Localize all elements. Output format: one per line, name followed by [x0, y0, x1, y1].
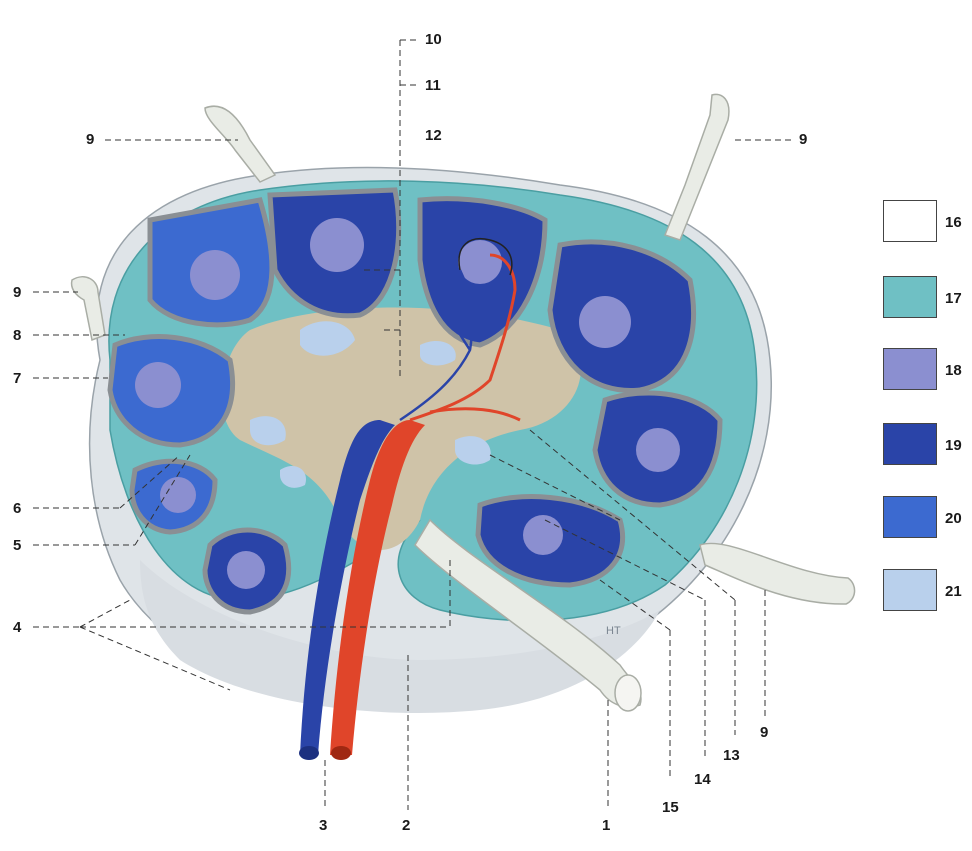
germinal-center	[190, 250, 240, 300]
label-6: 6	[13, 501, 21, 516]
label-8: 8	[13, 328, 21, 343]
vessel-opening	[615, 675, 641, 711]
legend-label-17: 17	[945, 290, 962, 307]
annotation-ht: HT	[606, 626, 621, 637]
legend-swatch-17	[883, 276, 937, 318]
label-9: 9	[760, 725, 768, 740]
label-1: 1	[602, 818, 610, 833]
germinal-center	[310, 218, 364, 272]
artery-opening	[331, 746, 351, 760]
legend-swatch-21	[883, 569, 937, 611]
legend-label-20: 20	[945, 510, 962, 527]
label-9: 9	[13, 285, 21, 300]
germinal-center	[523, 515, 563, 555]
label-7: 7	[13, 371, 21, 386]
germinal-center	[227, 551, 265, 589]
legend-swatch-19	[883, 423, 937, 465]
label-9: 9	[86, 132, 94, 147]
legend-swatch-18	[883, 348, 937, 390]
afferent-vessel	[205, 106, 275, 182]
label-12: 12	[425, 128, 442, 143]
label-3: 3	[319, 818, 327, 833]
label-15: 15	[662, 800, 679, 815]
label-11: 11	[425, 78, 441, 93]
legend-label-16: 16	[945, 214, 962, 231]
legend-label-19: 19	[945, 437, 962, 454]
germinal-center	[135, 362, 181, 408]
afferent-vessel	[665, 94, 729, 240]
label-2: 2	[402, 818, 410, 833]
afferent-vessel	[72, 277, 105, 340]
legend-label-18: 18	[945, 362, 962, 379]
afferent-vessel	[700, 543, 855, 604]
label-4: 4	[13, 620, 21, 635]
label-14: 14	[694, 772, 711, 787]
vein-opening	[299, 746, 319, 760]
legend-swatch-16	[883, 200, 937, 242]
label-9: 9	[799, 132, 807, 147]
germinal-center	[160, 477, 196, 513]
germinal-center	[636, 428, 680, 472]
legend-label-21: 21	[945, 583, 962, 600]
legend-swatch-20	[883, 496, 937, 538]
germinal-center	[579, 296, 631, 348]
label-13: 13	[723, 748, 740, 763]
label-5: 5	[13, 538, 21, 553]
label-10: 10	[425, 32, 442, 47]
